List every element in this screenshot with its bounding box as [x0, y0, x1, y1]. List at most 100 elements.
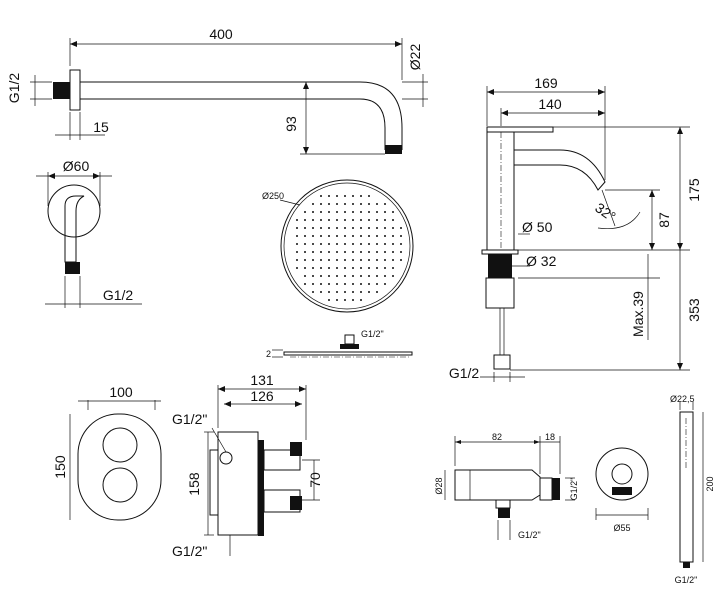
nozzle-dot: [328, 195, 330, 197]
nozzle-dot: [352, 299, 354, 301]
nozzle-dot: [320, 243, 322, 245]
hand-shower-diameter-label: Ø22,5: [670, 394, 695, 404]
nozzle-dot: [384, 251, 386, 253]
nozzle-dot: [328, 299, 330, 301]
mixer-valve-spacing-label: 70: [307, 472, 323, 488]
nozzle-dot: [336, 219, 338, 221]
nozzle-dot: [296, 251, 298, 253]
nozzle-dot: [360, 299, 362, 301]
nozzle-dot: [320, 195, 322, 197]
nozzle-dot: [312, 243, 314, 245]
nozzle-dot: [352, 203, 354, 205]
nozzle-dot: [360, 259, 362, 261]
nozzle-dot: [368, 235, 370, 237]
showerhead-thread-label: G1/2": [361, 329, 384, 339]
nozzle-dot: [384, 203, 386, 205]
nozzle-dot: [312, 291, 314, 293]
nozzle-dot: [344, 195, 346, 197]
tap-max-thickness-label: Max.39: [630, 291, 646, 337]
nozzle-dot: [304, 235, 306, 237]
mixer-plate-drawing: 100 150: [52, 384, 162, 521]
hand-shower-thread-label: G1/2": [675, 575, 698, 585]
rosette-diameter-label: Ø55: [613, 523, 630, 533]
nozzle-dot: [304, 251, 306, 253]
nozzle-dot: [328, 243, 330, 245]
flange-diameter-label: Ø60: [63, 158, 90, 174]
connector-thread-bottom-label: G1/2": [518, 530, 541, 540]
nozzle-dot: [320, 227, 322, 229]
nozzle-dot: [312, 251, 314, 253]
nozzle-dot: [320, 291, 322, 293]
nozzle-dot: [392, 211, 394, 213]
nozzle-dot: [320, 219, 322, 221]
nozzle-dot: [392, 219, 394, 221]
nozzle-dot: [312, 283, 314, 285]
nozzle-dot: [392, 227, 394, 229]
showerhead-drawing: Ø250 G1/2" 2: [262, 179, 414, 359]
nozzle-dot: [352, 235, 354, 237]
tap-base-diameter-label: Ø 50: [522, 219, 553, 235]
nozzle-dot: [384, 227, 386, 229]
nozzle-dot: [392, 259, 394, 261]
mixer-valve-thread-top-label: G1/2": [172, 411, 207, 427]
nozzle-dot: [328, 291, 330, 293]
nozzle-dot: [384, 283, 386, 285]
nozzle-dot: [344, 235, 346, 237]
nozzle-dot: [400, 251, 402, 253]
nozzle-dot: [368, 259, 370, 261]
nozzle-dot: [328, 283, 330, 285]
nozzle-dot: [296, 267, 298, 269]
nozzle-dot: [360, 211, 362, 213]
nozzle-dot: [352, 219, 354, 221]
nozzle-dot: [352, 211, 354, 213]
nozzle-dot: [344, 243, 346, 245]
nozzle-dot: [320, 235, 322, 237]
mixer-valve-thread-bottom-label: G1/2": [172, 543, 207, 559]
nozzle-dot: [328, 211, 330, 213]
nozzle-dot: [368, 243, 370, 245]
nozzle-dot: [328, 203, 330, 205]
nozzle-dot: [360, 275, 362, 277]
nozzle-dot: [376, 211, 378, 213]
nozzle-dot: [312, 235, 314, 237]
nozzle-dot: [368, 275, 370, 277]
nozzle-dot: [392, 267, 394, 269]
mixer-valve-drawing: 131 126 G1/2" 158 70 G1/2": [172, 372, 323, 559]
nozzle-dot: [384, 219, 386, 221]
nozzle-dot: [336, 243, 338, 245]
nozzle-dot: [368, 219, 370, 221]
nozzle-dot: [304, 267, 306, 269]
nozzle-dot: [296, 235, 298, 237]
nozzle-dot: [400, 227, 402, 229]
tap-spout-height-label: 87: [656, 212, 672, 228]
nozzle-dot: [344, 251, 346, 253]
arm-offset-label: 15: [93, 119, 109, 135]
nozzle-dot: [336, 203, 338, 205]
nozzle-dot: [400, 235, 402, 237]
nozzle-dot: [376, 235, 378, 237]
nozzle-dot: [320, 251, 322, 253]
nozzle-dot: [320, 211, 322, 213]
nozzle-dot: [360, 235, 362, 237]
nozzle-dot: [368, 251, 370, 253]
nozzle-dot: [336, 267, 338, 269]
nozzle-dot: [360, 243, 362, 245]
nozzle-dot: [320, 275, 322, 277]
nozzle-dot: [320, 259, 322, 261]
arm-thread-label: G1/2: [6, 73, 22, 104]
mixer-valve-height-label: 158: [186, 472, 202, 496]
nozzle-dot: [352, 291, 354, 293]
nozzle-dot: [312, 203, 314, 205]
showerhead-diameter-label: Ø250: [262, 191, 284, 201]
mixer-plate-height-label: 150: [52, 455, 68, 479]
tap-width-spout-label: 140: [538, 96, 562, 112]
nozzle-dot: [368, 291, 370, 293]
nozzle-dot: [312, 275, 314, 277]
nozzle-dot: [376, 275, 378, 277]
tap-hose-length-label: 353: [686, 298, 702, 322]
nozzle-dot: [352, 195, 354, 197]
nozzle-dot: [296, 243, 298, 245]
shower-arm-drawing: 400 Ø22 G1/2 15 93: [6, 26, 428, 155]
nozzle-dot: [384, 243, 386, 245]
nozzle-dot: [328, 259, 330, 261]
